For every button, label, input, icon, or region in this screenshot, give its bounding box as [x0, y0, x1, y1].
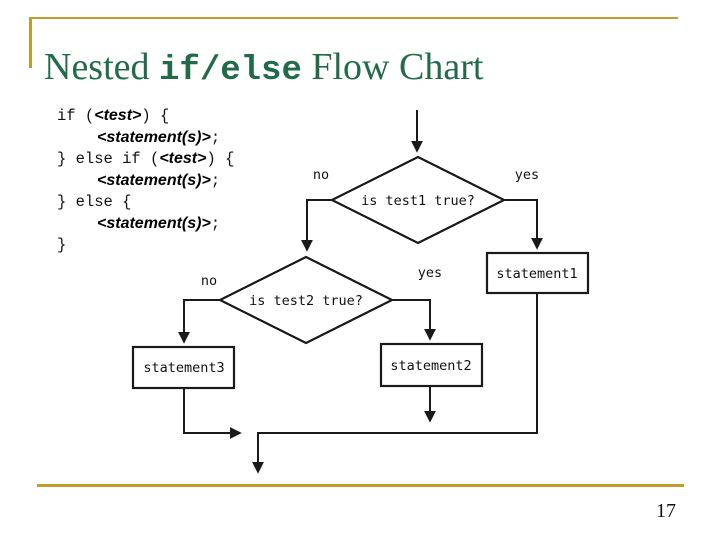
- title-left-rule: [29, 17, 32, 68]
- code-line: } else if (<test>) {: [57, 148, 234, 170]
- code-placeholder: <statement(s)>: [97, 171, 211, 189]
- code-line: <statement(s)>;: [57, 170, 234, 192]
- title-underline-rule: [29, 17, 678, 19]
- decision1-yes-arrow: [504, 199, 543, 250]
- statement1-box: [485, 251, 590, 295]
- title-serif-part: Nested: [44, 46, 160, 89]
- footer-rule: [37, 484, 684, 487]
- code-placeholder: <statement(s)>: [97, 214, 211, 232]
- statement1-label: statement1: [496, 266, 577, 282]
- code-line: <statement(s)>;: [57, 213, 234, 235]
- code-text: } else if (: [57, 150, 160, 168]
- title-code-part: if/else: [159, 52, 302, 91]
- statement1-merge-exit-arrow: [252, 293, 538, 474]
- decision2-no-arrow: [178, 299, 220, 344]
- code-text: ) {: [141, 107, 170, 125]
- statement2-box: [379, 342, 484, 388]
- code-text: if (: [57, 107, 95, 125]
- code-text: ;: [210, 214, 221, 233]
- statement3-label: statement3: [143, 360, 224, 376]
- statement2-label: statement2: [390, 358, 471, 374]
- decision2-diamond: [217, 255, 395, 345]
- code-placeholder: <test>: [94, 107, 142, 124]
- decision2-label: is test2 true?: [249, 293, 363, 309]
- decision1-label: is test1 true?: [361, 193, 475, 209]
- code-placeholder: <statement(s)>: [97, 128, 211, 146]
- code-text: } else {: [57, 193, 132, 211]
- code-block: if (<test>) { <statement(s)>; } else if …: [57, 105, 234, 256]
- code-text: ) {: [206, 150, 235, 168]
- code-line: }: [57, 234, 234, 256]
- code-text: }: [57, 236, 67, 254]
- decision1-yes-label: yes: [515, 167, 539, 183]
- code-line: if (<test>) {: [57, 105, 234, 127]
- statement3-box: [131, 345, 236, 390]
- decision2-no-label: no: [201, 273, 217, 289]
- code-text: ;: [210, 128, 221, 147]
- code-line: } else {: [57, 191, 234, 213]
- decision1-no-arrow: [301, 199, 332, 252]
- code-placeholder: <test>: [159, 150, 207, 167]
- decision2-yes-label: yes: [418, 265, 442, 281]
- code-line: <statement(s)>;: [57, 127, 234, 149]
- decision1-diamond: [329, 155, 507, 245]
- decision2-yes-arrow: [392, 299, 436, 341]
- title-serif-part: Flow Chart: [301, 46, 484, 89]
- statement3-merge-arrow: [183, 388, 242, 439]
- decision1-no-label: no: [313, 167, 329, 183]
- code-text: ;: [210, 171, 221, 190]
- page-title: Nested if/else Flow Chart: [44, 45, 483, 90]
- page-number: 17: [656, 500, 676, 522]
